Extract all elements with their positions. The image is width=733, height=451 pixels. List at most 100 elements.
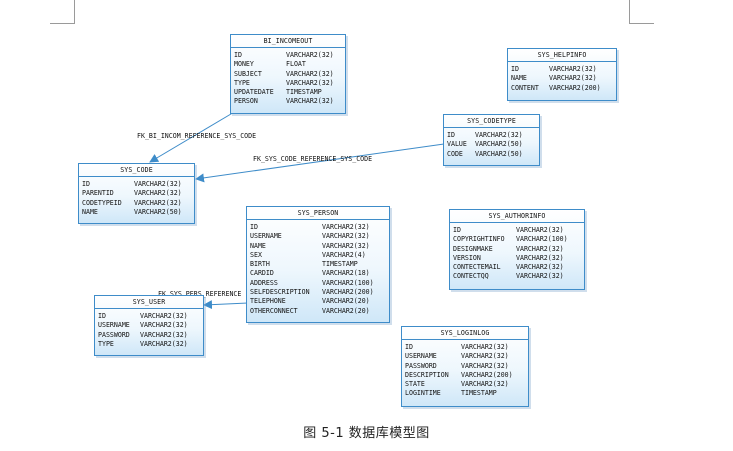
column-type: VARCHAR2(32) bbox=[516, 272, 564, 281]
column-name: COPYRIGHTINFO bbox=[453, 235, 505, 244]
column-type: VARCHAR2(32) bbox=[140, 330, 188, 339]
column-type: VARCHAR2(20) bbox=[322, 306, 370, 315]
column-type: VARCHAR2(32) bbox=[286, 51, 334, 59]
entity-title: SYS_USER bbox=[95, 296, 203, 309]
column-type: VARCHAR2(32) bbox=[461, 352, 509, 361]
column-name: USERNAME bbox=[98, 321, 130, 330]
column-row: LOGINTIME TIMESTAMP bbox=[405, 389, 528, 398]
column-name: SELFDESCRIPTION bbox=[250, 288, 310, 297]
column-type: VARCHAR2(200) bbox=[461, 370, 513, 379]
column-name: CONTECTQQ bbox=[453, 272, 489, 281]
link-sys-codetype-to-sys-code bbox=[195, 143, 445, 183]
relation-label-bi-incom: FK_BI_INCOM_REFERENCE_SYS_CODE bbox=[137, 132, 257, 140]
column-name: PARENTID bbox=[82, 189, 114, 198]
column-type: VARCHAR2(32) bbox=[140, 312, 188, 320]
column-name: DESCRIPTION bbox=[405, 370, 449, 379]
column-type: VARCHAR2(32) bbox=[140, 321, 188, 330]
column-name: STATE bbox=[405, 380, 425, 389]
column-type: VARCHAR2(32) bbox=[322, 223, 370, 231]
column-name: VERSION bbox=[453, 253, 481, 262]
column-name: PERSON bbox=[234, 97, 258, 106]
column-type: VARCHAR2(32) bbox=[286, 69, 334, 78]
entity-title: SYS_HELPINFO bbox=[508, 49, 616, 62]
column-name: TYPE bbox=[234, 78, 250, 87]
entity-title: BI_INCOMEOUT bbox=[231, 35, 345, 48]
column-row: ID VARCHAR2(32) bbox=[250, 223, 389, 232]
crop-mark-right-horizontal bbox=[629, 23, 654, 24]
column-type: VARCHAR2(32) bbox=[516, 226, 564, 234]
column-name: CARDID bbox=[250, 269, 274, 278]
entity-title: SYS_CODETYPE bbox=[444, 115, 539, 128]
column-type: VARCHAR2(32) bbox=[461, 343, 509, 351]
column-type: VARCHAR2(50) bbox=[134, 207, 182, 216]
column-name: CONTECTEMAIL bbox=[453, 263, 501, 272]
column-type: VARCHAR2(100) bbox=[322, 278, 374, 287]
column-row: CONTECTEMAIL VARCHAR2(32) bbox=[453, 263, 584, 272]
column-type: VARCHAR2(32) bbox=[140, 339, 188, 348]
column-type: VARCHAR2(32) bbox=[516, 263, 564, 272]
column-type: VARCHAR2(32) bbox=[461, 361, 509, 370]
column-row: USERNAME VARCHAR2(32) bbox=[98, 321, 203, 330]
column-row: MONEY FLOAT bbox=[234, 60, 345, 69]
figure-caption: 图 5-1 数据库模型图 bbox=[303, 426, 430, 441]
link-bi-incomeout-to-sys-code bbox=[149, 110, 237, 163]
column-row: SUBJECT VARCHAR2(32) bbox=[234, 70, 345, 79]
column-type: FLOAT bbox=[286, 60, 306, 69]
column-type: VARCHAR2(32) bbox=[134, 198, 182, 207]
column-name: ID bbox=[405, 343, 413, 351]
link-sys-person-to-sys-user bbox=[203, 300, 249, 310]
column-type: VARCHAR2(32) bbox=[549, 65, 597, 73]
column-name: MONEY bbox=[234, 60, 254, 69]
column-type: VARCHAR2(4) bbox=[322, 250, 366, 259]
column-row: PARENTID VARCHAR2(32) bbox=[82, 189, 194, 198]
column-name: LOGINTIME bbox=[405, 389, 441, 398]
column-row: SEX VARCHAR2(4) bbox=[250, 251, 389, 260]
column-type: VARCHAR2(50) bbox=[475, 140, 523, 149]
column-name: CONTENT bbox=[511, 83, 539, 92]
entity-title: SYS_LOGINLOG bbox=[402, 327, 528, 340]
column-type: TIMESTAMP bbox=[286, 88, 322, 97]
column-name: SUBJECT bbox=[234, 69, 262, 78]
column-name: ID bbox=[250, 223, 258, 231]
column-name: SEX bbox=[250, 250, 262, 259]
crop-mark-left-vertical bbox=[74, 0, 75, 24]
column-type: TIMESTAMP bbox=[461, 389, 497, 398]
column-type: VARCHAR2(200) bbox=[549, 83, 601, 92]
column-name: NAME bbox=[511, 74, 527, 83]
column-name: BIRTH bbox=[250, 260, 270, 269]
column-type: VARCHAR2(20) bbox=[322, 297, 370, 306]
column-type: VARCHAR2(32) bbox=[134, 189, 182, 198]
entity-title: SYS_CODE bbox=[79, 164, 194, 177]
column-name: ID bbox=[234, 51, 242, 59]
